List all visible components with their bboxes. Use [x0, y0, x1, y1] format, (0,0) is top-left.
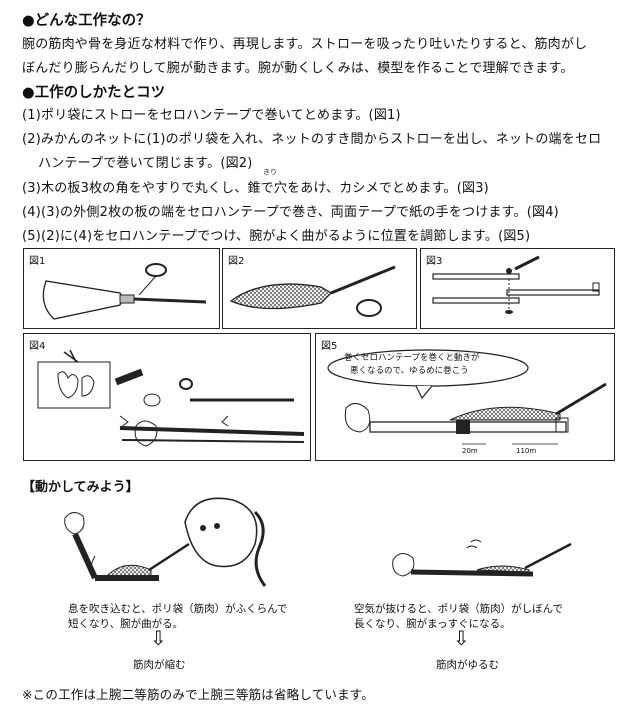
try-heading: 【動かしてみよう】 [22, 480, 139, 495]
footnote: ※この工作は上腕二等筋のみで上腕三等筋は省略しています。 [22, 687, 374, 702]
figure-3-boards-illustration [432, 255, 600, 314]
figure-4-hand-illustration [37, 349, 305, 447]
deflating-illustration [392, 539, 572, 577]
figure-3: 図3 [420, 248, 615, 329]
blowing-illustration [64, 497, 267, 587]
right-caption-line-1: 空気が抜けると、ポリ袋（筋肉）がしぼんで [354, 603, 564, 615]
step-2-cont: ハンテープで巻いて閉じます。(図2) [38, 156, 253, 171]
step-1: (1)ポリ袋にストローをセロハンテープで巻いてとめます。(図1) [22, 108, 401, 123]
step-3: (3)木の板3枚の角をやすりで丸くし、錐で穴をあけ、カシメでとめます。(図3) [22, 181, 489, 196]
what-line-2: ぼんだり膨らんだりして腕が動きます。腕が動くしくみは、模型を作ることで理解できま… [22, 61, 574, 76]
step-2: (2)みかんのネットに(1)のポリ袋を入れ、ネットのすき間からストローを出し、ネ… [22, 132, 602, 147]
left-down-arrow-icon: ⇩ [150, 626, 167, 650]
figure-5-bubble-line-2: 悪くなるので、ゆるめに巻こう [350, 366, 469, 376]
how-heading: ●工作のしかたとコツ [22, 85, 166, 101]
figure-5: 図5 巻くセロハンテープを巻くと動きが 悪くなるので、ゆるめに巻こう 20m 1… [315, 333, 615, 461]
right-result: 筋肉がゆるむ [436, 659, 499, 671]
figure-2-label: 図2 [228, 256, 245, 267]
step-4: (4)(3)の外側2枚の板の端をセロハンテープで巻き、両面テープで紙の手をつけま… [22, 205, 559, 220]
left-caption-line-2: 短くなり、腕が曲がる。 [68, 618, 184, 630]
figure-2: 図2 [222, 248, 417, 329]
figure-1-label: 図1 [29, 256, 46, 267]
right-caption-line-2: 長くなり、腕がまっすぐになる。 [354, 618, 511, 630]
figure-2-net-illustration [229, 265, 396, 317]
left-caption-line-1: 息を吹き込むと、ポリ袋（筋肉）がふくらんで [68, 603, 288, 615]
figure-5-dimension-110: 110m [516, 447, 537, 455]
figure-4: 図4 [23, 333, 311, 461]
figure-4-label: 図4 [29, 341, 46, 352]
step-5: (5)(2)に(4)をセロハンテープでつけ、腕がよく曲がるように位置を調節します… [22, 229, 531, 244]
figure-5-dimension-20: 20m [462, 447, 478, 455]
left-result: 筋肉が縮む [133, 659, 186, 671]
right-down-arrow-icon: ⇩ [453, 626, 470, 650]
what-line-1: 腕の筋肉や骨を身近な材料で作り、再現します。ストローを吸ったり吐いたりすると、筋… [22, 37, 588, 52]
figure-5-bubble-line-1: 巻くセロハンテープを巻くと動きが [344, 353, 480, 363]
ruby-kiri: きり [263, 168, 277, 176]
figure-5-label: 図5 [321, 341, 338, 352]
figure-3-label: 図3 [426, 256, 443, 267]
what-heading: ●どんな工作なの？ [22, 13, 151, 29]
figure-1-bag-illustration [42, 263, 207, 320]
figure-1: 図1 [23, 248, 220, 329]
figure-5-arm-illustration [327, 349, 607, 445]
